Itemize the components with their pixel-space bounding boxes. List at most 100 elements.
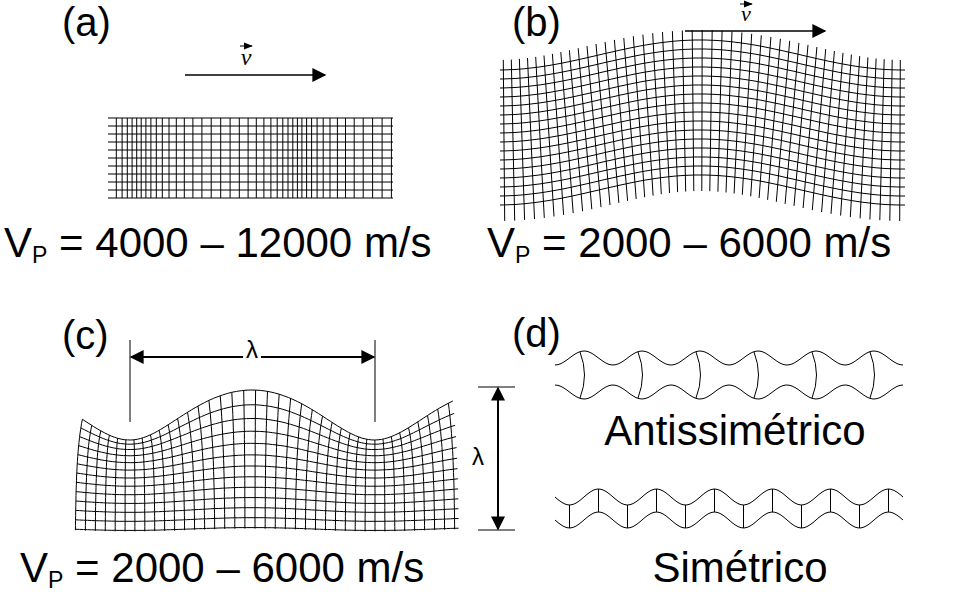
grid-line [178,419,185,531]
grid-line [363,118,364,198]
grid-line [500,112,905,142]
grid-line [76,477,457,486]
grid-line [685,505,686,528]
grid-line [759,37,771,198]
grid-line [211,118,212,198]
grid-line [672,31,677,192]
grid-line [127,118,128,198]
grid-line [176,118,177,198]
grid-line [438,409,445,530]
grid-line [337,118,338,198]
lamb-wave-plates [555,351,903,528]
grid-line [330,118,331,198]
grid-line [292,118,293,198]
grid-line [587,46,601,207]
grid-line [244,390,245,528]
grid-line [201,118,202,198]
grid-line [418,422,425,531]
grid-line [105,435,109,531]
grid-line [772,489,773,512]
grid-line [899,60,901,221]
grid-line [511,60,514,221]
grid-line [220,118,221,198]
grid-line [239,118,240,198]
grid-line [409,428,415,531]
velocity-arrow [685,30,825,32]
grid-line [794,45,808,206]
grid-line [500,121,905,151]
grid-line [282,118,283,198]
dimension-tick [478,387,515,388]
grid-line [162,118,163,198]
grid-line [188,412,195,530]
s-wave-grid [500,30,905,221]
grid-line [285,398,290,529]
grid-line [248,118,249,198]
grid-line [880,59,884,220]
grid-line [80,419,456,450]
grid-line [150,118,151,198]
grid-line [169,118,170,198]
grid-line [692,30,694,191]
grid-line [663,32,670,193]
grid-line [627,505,628,528]
velocity-symbol: v [741,2,751,26]
grid-line [295,404,301,530]
grid-line [132,118,133,198]
grid-line [890,60,892,221]
grid-line [841,55,852,216]
grid-line [315,416,322,530]
grid-line [355,437,358,531]
grid-line [710,30,712,191]
grid-line [372,118,373,198]
grid-line [288,118,289,198]
grid-line [428,416,435,531]
grid-line [448,403,454,529]
grid-line [354,118,355,198]
grid-line [653,33,662,194]
grid-line [656,489,657,512]
grid-line [270,118,271,198]
grid-line [860,57,868,218]
grid-line [754,352,759,398]
grid-line [325,422,332,530]
grid-line [255,390,257,528]
grid-line [75,419,82,530]
grid-line [168,425,175,531]
grid-line [301,118,302,198]
grid-line [519,59,524,220]
grid-line [220,396,225,529]
wavelength-symbol: λ [469,444,487,470]
grid-line [297,118,298,198]
grid-line [633,36,644,197]
panel-letter: (d) [512,311,561,355]
grid-line [785,43,799,204]
grid-line [580,352,585,398]
grid-line [696,352,701,398]
grid-line [400,433,405,531]
grid-line [142,438,145,531]
grid-line [311,118,312,198]
grid-line [555,351,903,365]
grid-line [714,489,715,512]
dimension-tick [478,530,515,531]
grid-line [812,352,817,398]
grid-line [75,528,458,531]
grid-line [374,440,375,531]
grid-line [115,438,118,531]
grid-line [391,118,392,198]
velocity-arrow [185,74,325,76]
grid-line [95,431,101,531]
grid-line [317,118,318,198]
grid-line [198,406,205,529]
dimension-arrow [497,388,499,529]
grid-line [323,118,324,198]
grid-line [555,512,903,528]
grid-line [141,118,142,198]
grid-line [743,505,744,528]
grid-line [801,505,802,528]
grid-line [831,53,843,214]
grid-line [265,391,267,528]
grid-line [76,487,458,494]
velocity-range: VP = 4000 – 12000 m/s [4,220,432,266]
